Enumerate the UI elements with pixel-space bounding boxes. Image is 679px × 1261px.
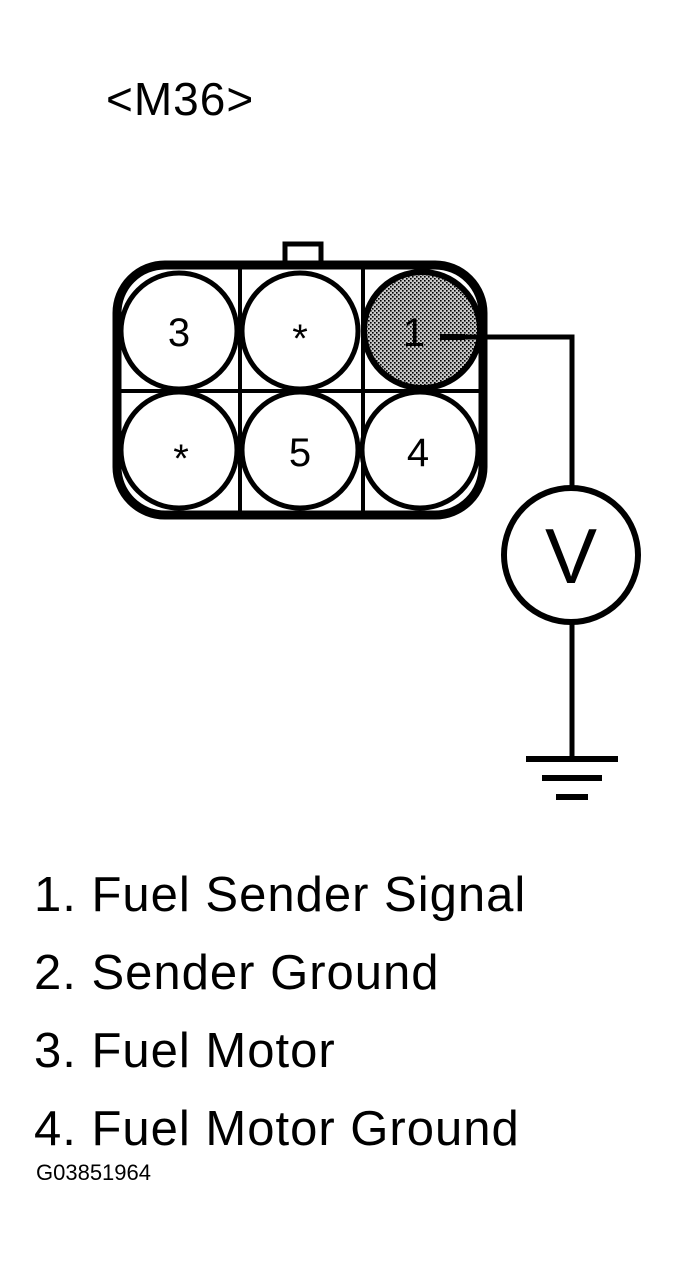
test-lead-positive	[462, 334, 575, 490]
voltmeter-icon: V	[501, 485, 641, 625]
legend-item: 1. Fuel Sender Signal	[34, 868, 527, 922]
connector-title: <M36>	[106, 73, 255, 125]
pin-legend: 1. Fuel Sender Signal 2. Sender Ground 3…	[34, 856, 526, 1168]
pin-cavity-bottom-right: 4	[359, 389, 481, 511]
pin-label: 5	[289, 431, 311, 475]
pin-label: *	[292, 317, 308, 361]
pin-cavity-top-middle: *	[239, 270, 361, 392]
meter-label: V	[545, 512, 597, 600]
pin-label: 3	[168, 311, 190, 355]
pin-label: *	[173, 437, 189, 481]
pin-cavity-top-left: 3	[118, 270, 240, 392]
pin-cavity-bottom-middle: 5	[239, 389, 361, 511]
pin-label: 4	[407, 431, 429, 475]
legend-item: 3. Fuel Motor	[34, 1024, 336, 1078]
test-probe	[440, 334, 465, 340]
pin-cavity-top-right: 1	[361, 269, 483, 391]
legend-item: 4. Fuel Motor Ground	[34, 1102, 520, 1156]
legend-item: 2. Sender Ground	[34, 946, 440, 1000]
pin-label: 1	[403, 311, 425, 355]
ground-icon	[526, 756, 618, 800]
pin-cavity-bottom-left: *	[118, 389, 240, 511]
figure-code: G03851964	[36, 1160, 151, 1185]
